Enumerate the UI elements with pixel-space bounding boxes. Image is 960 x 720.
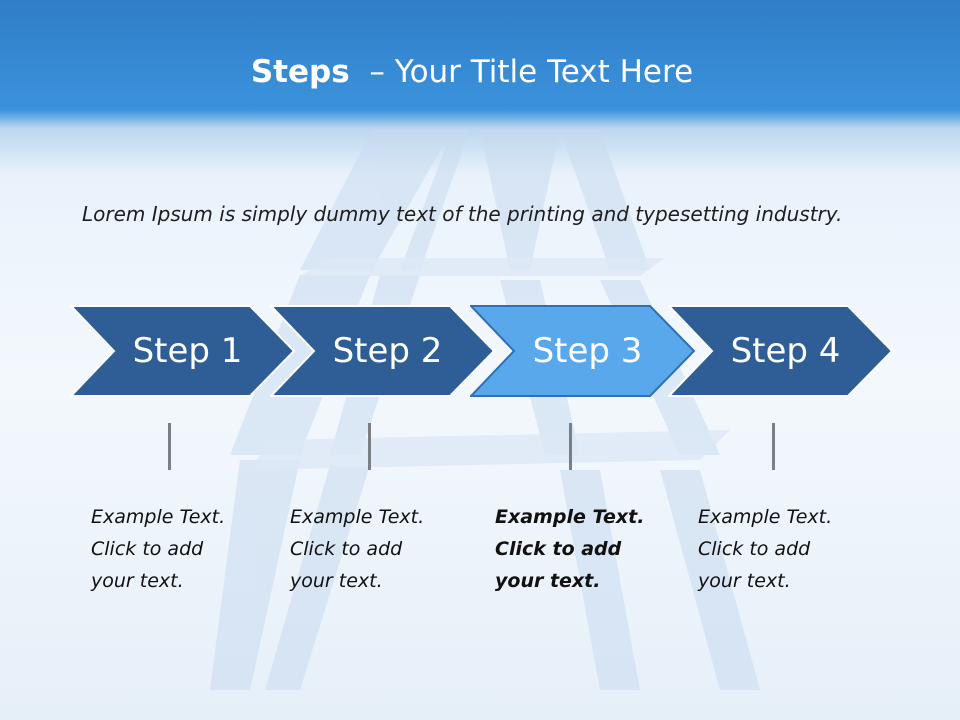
step-1-chevron[interactable]: Step 1 (70, 305, 296, 397)
slide-title: Steps – Your Title Text Here (0, 54, 944, 90)
note-line: Click to add (290, 538, 403, 560)
step-2-label: Step 2 (332, 331, 443, 371)
step-3-label: Step 3 (532, 331, 643, 371)
note-line: your text. (698, 570, 791, 592)
step-2-chevron[interactable]: Step 2 (270, 305, 496, 397)
step-1-note[interactable]: Example Text. Click to add your text. (91, 501, 261, 597)
step-1-connector (168, 423, 171, 470)
step-4-connector (772, 423, 775, 470)
step-4-note[interactable]: Example Text. Click to add your text. (698, 501, 868, 597)
note-line: your text. (290, 570, 383, 592)
step-1-label: Step 1 (132, 331, 243, 371)
note-line: Example Text. (495, 506, 645, 528)
note-line: your text. (91, 570, 184, 592)
title-rest: – Your Title Text Here (369, 54, 694, 90)
step-2-connector (368, 423, 371, 470)
step-3-chevron[interactable]: Step 3 (470, 305, 696, 397)
intro-text: Lorem Ipsum is simply dummy text of the … (82, 202, 843, 226)
step-2-note[interactable]: Example Text. Click to add your text. (290, 501, 460, 597)
step-4-label: Step 4 (730, 331, 841, 371)
note-line: Click to add (495, 538, 622, 560)
title-bold: Steps (250, 54, 350, 90)
step-4-chevron[interactable]: Step 4 (668, 305, 894, 397)
note-line: Example Text. (91, 506, 226, 528)
step-3-note[interactable]: Example Text. Click to add your text. (495, 501, 665, 597)
note-line: Example Text. (290, 506, 425, 528)
note-line: Click to add (698, 538, 811, 560)
note-line: your text. (495, 570, 601, 592)
note-line: Example Text. (698, 506, 833, 528)
step-3-connector (569, 423, 572, 470)
note-line: Click to add (91, 538, 204, 560)
